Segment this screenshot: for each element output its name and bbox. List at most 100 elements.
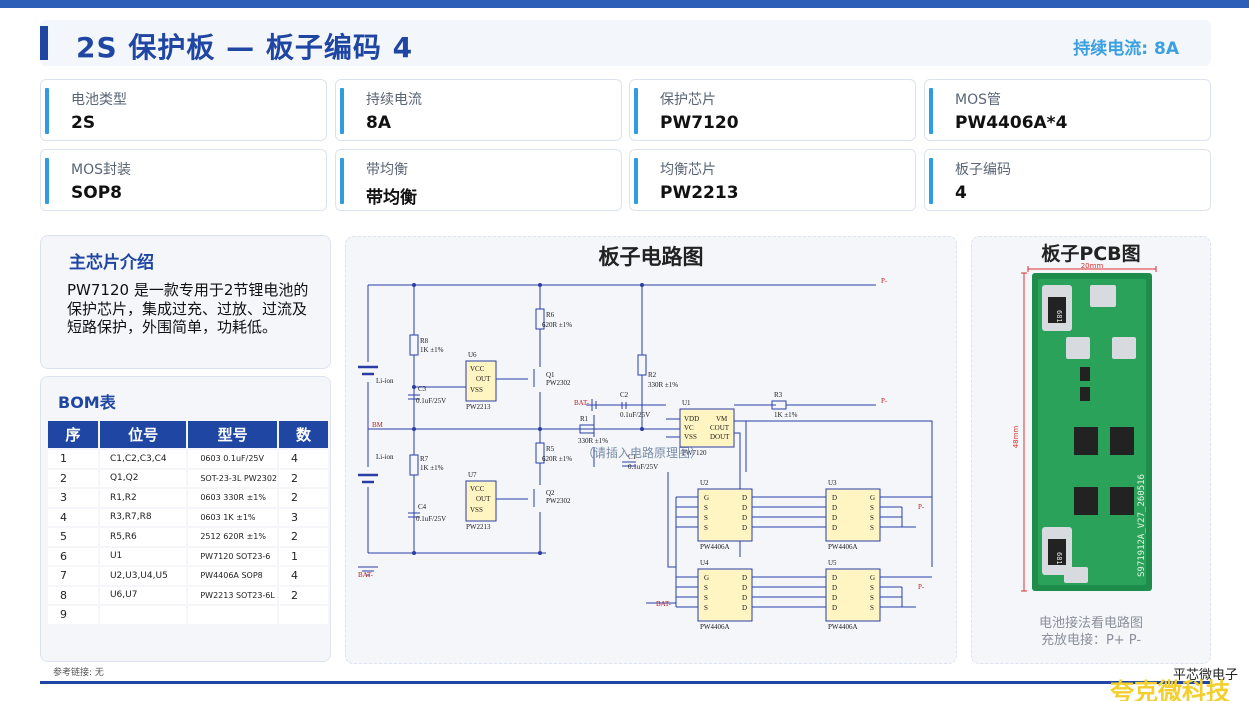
svg-text:G: G [870, 574, 875, 582]
svg-text:D: D [742, 504, 747, 512]
svg-text:620R ±1%: 620R ±1% [542, 455, 572, 463]
spec-label: MOS封装 [71, 162, 131, 178]
net-label-bat-minus-mos: BAT- [656, 600, 672, 608]
svg-text:D: D [742, 584, 747, 592]
pcb-width-label: 20mm [1081, 262, 1104, 270]
svg-text:S: S [704, 594, 708, 602]
bom-title: BOM表 [58, 393, 116, 412]
spec-value: 8A [366, 113, 391, 133]
top-accent-bar [0, 0, 1249, 8]
spec-card-board-code: 板子编码 4 [924, 149, 1211, 211]
net-label-p-minus-top: P- [881, 277, 888, 285]
svg-text:PW2302: PW2302 [546, 379, 571, 387]
svg-text:S: S [870, 524, 874, 532]
spec-value: 2S [71, 113, 96, 133]
spec-card-balance-chip: 均衡芯片 PW2213 [629, 149, 916, 211]
svg-text:S: S [870, 504, 874, 512]
svg-text:S: S [870, 514, 874, 522]
bom-header-row: 序 位号 型号 数 [48, 421, 328, 448]
header-accent [40, 26, 48, 60]
pcb-note-charge: 充放电接：P+ P- [1040, 633, 1142, 648]
svg-text:Q1: Q1 [546, 371, 555, 379]
spec-card-battery-type: 电池类型 2S [40, 79, 327, 141]
label-li-ion-1: Li-ion [376, 377, 394, 385]
svg-text:R6: R6 [546, 311, 555, 319]
page-header: 2S 保护板 — 板子编码 4 持续电流: 8A [40, 20, 1211, 66]
svg-text:VSS: VSS [684, 433, 697, 441]
svg-text:D: D [832, 494, 837, 502]
spec-card-mos-package: MOS封装 SOP8 [40, 149, 327, 211]
spec-label: 均衡芯片 [660, 162, 716, 178]
svg-text:D: D [742, 604, 747, 612]
bom-col-model: 型号 [188, 421, 277, 448]
svg-text:U2: U2 [700, 479, 709, 487]
spec-label: 电池类型 [71, 92, 127, 108]
pcb-height-label: 48mm [1012, 426, 1020, 449]
spec-card-continuous-current: 持续电流 8A [335, 79, 622, 141]
net-label-p-minus-mid: P- [881, 397, 888, 405]
svg-text:D: D [832, 574, 837, 582]
svg-text:VSS: VSS [470, 386, 483, 394]
svg-text:VDD: VDD [684, 415, 699, 423]
intro-text: PW7120 是一款专用于2节锂电池的保护芯片，集成过充、过放、过流及短路保护，… [67, 281, 309, 336]
svg-text:PW7120: PW7120 [682, 449, 707, 457]
circuit-panel: 板子电路图 [345, 236, 957, 664]
svg-text:G: G [704, 574, 709, 582]
page-title: 2S 保护板 — 板子编码 4 [76, 31, 414, 64]
svg-text:D: D [832, 584, 837, 592]
brand-name: 平芯微电子 [1173, 668, 1239, 683]
pcb-image: 20mm 48mm 681 681 S971912A_V27_260516 [1012, 262, 1157, 592]
svg-text:S: S [704, 514, 708, 522]
svg-text:D: D [832, 524, 837, 532]
svg-text:Q2: Q2 [546, 489, 555, 497]
bom-col-no: 序 [48, 421, 98, 448]
svg-text:PW4406A: PW4406A [828, 543, 858, 551]
svg-text:R1: R1 [580, 415, 589, 423]
svg-text:G: G [704, 494, 709, 502]
svg-text:S: S [870, 594, 874, 602]
svg-text:0.1uF/25V: 0.1uF/25V [416, 397, 446, 405]
svg-text:VCC: VCC [470, 485, 485, 493]
svg-text:R5: R5 [546, 445, 555, 453]
svg-text:D: D [742, 574, 747, 582]
reference-link: 参考链接: 无 [53, 668, 104, 678]
spec-label: 持续电流 [366, 92, 422, 108]
svg-text:VM: VM [716, 415, 728, 423]
svg-text:VC: VC [684, 424, 694, 432]
footer-bar [40, 681, 1210, 684]
spec-value: 4 [955, 183, 967, 203]
svg-text:S: S [704, 524, 708, 532]
svg-text:U4: U4 [700, 559, 709, 567]
pcb-title: 板子PCB图 [1041, 243, 1141, 265]
svg-text:620R ±1%: 620R ±1% [542, 321, 572, 329]
spec-card-mosfet: MOS管 PW4406A*4 [924, 79, 1211, 141]
pcb-res-mark-bottom: 681 [1055, 552, 1063, 565]
circuit-placeholder: （请插入电路原理图） [582, 445, 702, 460]
svg-text:C3: C3 [418, 385, 427, 393]
svg-text:C1: C1 [628, 453, 637, 461]
label-u6: U6 [468, 351, 477, 359]
svg-text:PW2213: PW2213 [466, 403, 491, 411]
spec-label: MOS管 [955, 92, 1001, 108]
svg-text:330R ±1%: 330R ±1% [648, 381, 678, 389]
svg-text:VCC: VCC [470, 365, 485, 373]
spec-label: 板子编码 [955, 162, 1011, 178]
circuit-title: 板子电路图 [598, 245, 704, 269]
svg-text:1K ±1%: 1K ±1% [774, 411, 798, 419]
pcb-note-wiring: 电池接法看电路图 [1038, 616, 1143, 631]
bom-col-ref: 位号 [99, 421, 187, 448]
svg-text:R3: R3 [774, 391, 783, 399]
svg-text:D: D [742, 524, 747, 532]
svg-text:PW2302: PW2302 [546, 497, 571, 505]
svg-text:0.1uF/25V: 0.1uF/25V [416, 515, 446, 523]
svg-text:S: S [704, 584, 708, 592]
